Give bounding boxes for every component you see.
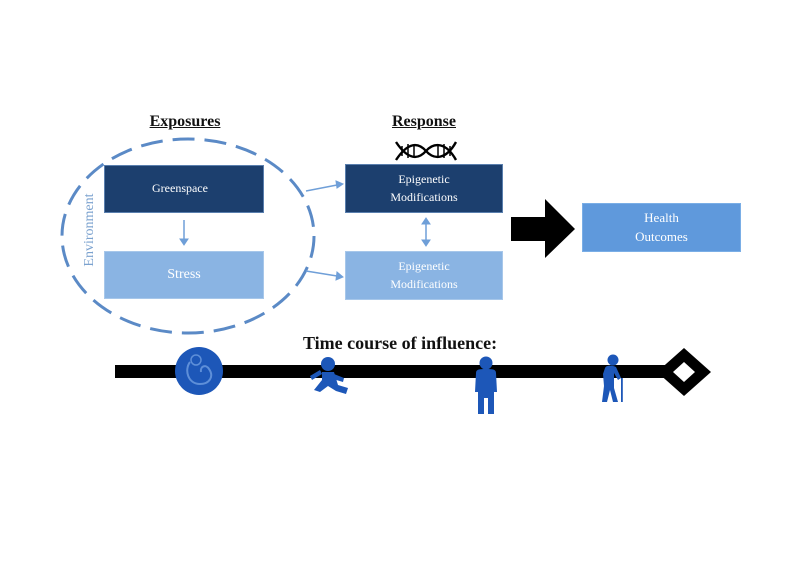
dna-icon — [395, 141, 458, 161]
elderly-icon — [602, 354, 623, 402]
health-outcomes-box: Health Outcomes — [582, 203, 741, 252]
exposures-heading: Exposures — [149, 113, 221, 130]
adult-icon — [475, 356, 497, 414]
arrow-to-epigenetic-bottom — [305, 270, 344, 281]
environment-circle — [60, 137, 316, 335]
epigenetic-top-line1: Epigenetic — [398, 172, 450, 187]
arrow-to-epigenetic-top — [305, 180, 345, 192]
infant-icon — [310, 357, 348, 394]
double-arrow-epigenetic — [421, 217, 431, 247]
epigenetic-bottom-line2: Modifications — [390, 276, 458, 291]
timeline-bar — [115, 365, 675, 378]
health-line1: Health — [644, 209, 679, 225]
arrow-greenspace-to-stress — [179, 220, 189, 246]
timeline-diamond-inner — [673, 362, 695, 382]
greenspace-box: Greenspace — [104, 165, 264, 213]
epigenetic-top-line2: Modifications — [390, 189, 458, 204]
stress-label: Stress — [167, 266, 201, 282]
epigenetic-bottom-box: Epigenetic Modifications — [345, 251, 503, 300]
greenspace-label: Greenspace — [152, 181, 208, 196]
big-arrow-icon — [511, 199, 575, 258]
stress-box: Stress — [104, 251, 264, 299]
timeline-title: Time course of influence: — [303, 333, 498, 353]
epigenetic-bottom-line1: Epigenetic — [398, 259, 450, 274]
health-line2: Outcomes — [635, 228, 688, 244]
fetus-icon — [175, 347, 223, 395]
environment-label: Environment — [82, 193, 97, 267]
response-heading: Response — [391, 113, 456, 130]
epigenetic-top-box: Epigenetic Modifications — [345, 164, 503, 213]
